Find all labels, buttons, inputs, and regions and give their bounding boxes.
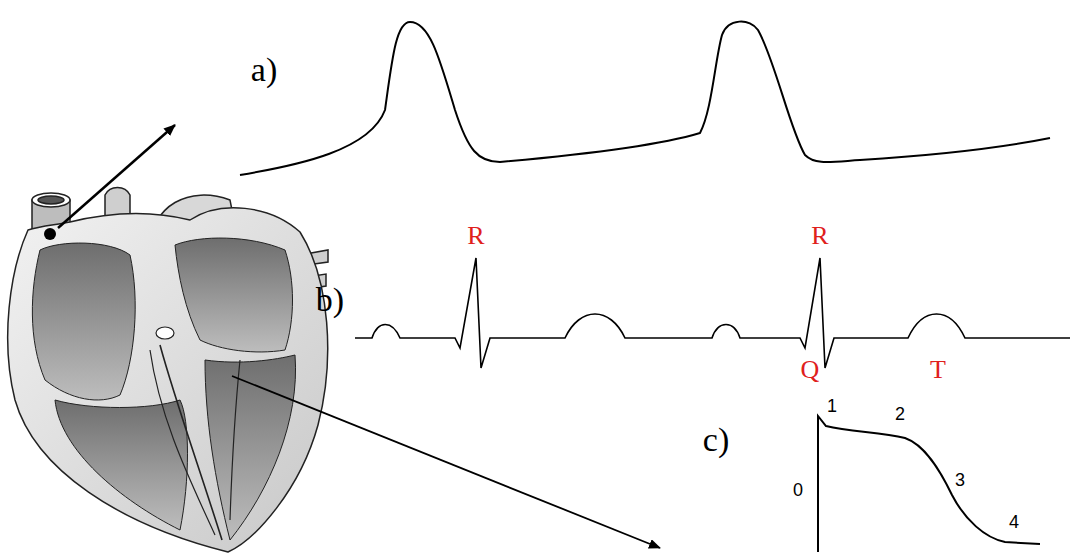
wave-label: R (811, 223, 828, 249)
panel-label: b) (316, 283, 344, 317)
phase-number: 0 (793, 481, 803, 499)
phase-number: 1 (827, 397, 837, 415)
wave-label: Q (801, 357, 820, 383)
wave-label: R (467, 223, 484, 249)
ventricular-action-potential (818, 416, 1040, 552)
phase-number: 4 (1009, 513, 1019, 531)
phase-number: 3 (955, 471, 965, 489)
panel-label: a) (251, 53, 277, 87)
ecg-trace (355, 258, 1070, 368)
phase-number: 2 (895, 405, 905, 423)
sinus-node-trace (240, 22, 1050, 175)
heart-illustration (8, 188, 328, 553)
panel-label: c) (703, 423, 729, 457)
leader-arrow (58, 125, 175, 228)
wave-label: T (930, 357, 946, 383)
leader-arrow (232, 376, 660, 548)
